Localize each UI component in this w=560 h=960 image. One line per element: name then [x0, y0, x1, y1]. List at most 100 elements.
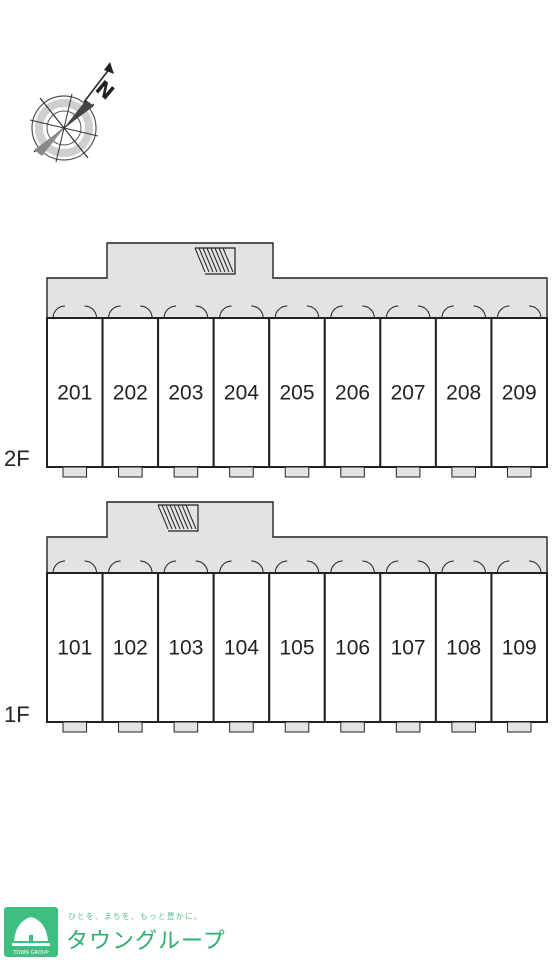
- door-swing-icon: [219, 305, 232, 319]
- compass-rose-icon: [29, 62, 114, 163]
- room-108: 108: [434, 560, 493, 733]
- room-number: 206: [335, 382, 370, 405]
- balcony: [62, 466, 88, 478]
- room-209: 209: [490, 305, 549, 478]
- balcony: [173, 721, 199, 733]
- room-206: 206: [323, 305, 382, 478]
- room-number: 104: [224, 637, 259, 660]
- door-swing-icon: [274, 305, 288, 319]
- door-swing-icon: [306, 560, 320, 574]
- door-swing-icon: [528, 305, 542, 319]
- balcony: [395, 721, 421, 733]
- room-number: 205: [279, 382, 314, 405]
- balcony: [451, 466, 476, 478]
- door-swing-icon: [52, 305, 66, 319]
- door-swing-icon: [84, 305, 98, 319]
- logo-text: TOWN GROUP: [12, 950, 48, 956]
- door-swing-icon: [195, 305, 209, 319]
- room-202: 202: [101, 305, 160, 478]
- room-number: 108: [446, 637, 481, 660]
- room-number: 201: [57, 382, 92, 405]
- door-swing-icon: [496, 305, 510, 319]
- door-swing-icon: [251, 305, 264, 319]
- room-box: [101, 317, 160, 468]
- door-swing-icon: [496, 560, 510, 574]
- door-swing-icon: [84, 560, 98, 574]
- room-number: 209: [502, 382, 537, 405]
- door-swing-icon: [473, 305, 486, 319]
- balcony: [173, 466, 199, 478]
- door-swing-icon: [140, 560, 153, 574]
- balcony: [118, 721, 143, 733]
- stairs-icon: [194, 247, 236, 275]
- room-number: 208: [446, 382, 481, 405]
- door-swing-icon: [274, 560, 288, 574]
- room-number: 203: [168, 382, 203, 405]
- room-105: 105: [268, 560, 326, 733]
- balcony: [506, 466, 532, 478]
- balcony: [229, 466, 254, 478]
- town-group-logo-icon: TOWN GROUP: [4, 907, 58, 957]
- room-box: [434, 572, 493, 723]
- door-swing-icon: [330, 305, 343, 319]
- door-swing-icon: [385, 305, 399, 319]
- door-swing-icon: [140, 305, 153, 319]
- door-swing-icon: [441, 305, 454, 319]
- door-swing-icon: [219, 560, 232, 574]
- door-swing-icon: [417, 560, 431, 574]
- room-number: 105: [279, 637, 314, 660]
- room-number: 103: [168, 637, 203, 660]
- room-205: 205: [268, 305, 326, 478]
- stairs-icon: [157, 504, 199, 532]
- room-number: 102: [113, 637, 148, 660]
- room-number: 106: [335, 637, 370, 660]
- room-number: 204: [224, 382, 259, 405]
- corridor: [46, 501, 548, 574]
- footer: TOWN GROUP ひとを、まちを、もっと豊かに。 タウングループ: [0, 905, 560, 960]
- room-number: 101: [57, 637, 92, 660]
- balcony: [340, 466, 365, 478]
- room-number: 109: [502, 637, 537, 660]
- room-104: 104: [212, 560, 271, 733]
- room-number: 107: [391, 637, 426, 660]
- door-swing-icon: [195, 560, 209, 574]
- door-swing-icon: [163, 305, 177, 319]
- door-swing-icon: [362, 305, 375, 319]
- door-swing-icon: [528, 560, 542, 574]
- door-swing-icon: [306, 305, 320, 319]
- brand-name: タウングループ: [66, 929, 226, 954]
- door-swing-icon: [385, 560, 399, 574]
- door-swing-icon: [441, 560, 454, 574]
- floor-label: 2F: [4, 446, 30, 471]
- balcony: [340, 721, 365, 733]
- room-box: [490, 317, 549, 468]
- room-107: 107: [379, 560, 437, 733]
- room-201: 201: [46, 305, 104, 478]
- door-swing-icon: [330, 560, 343, 574]
- balcony: [284, 721, 310, 733]
- balcony: [229, 721, 254, 733]
- floor-label: 1F: [4, 702, 30, 727]
- room-109: 109: [490, 560, 549, 733]
- room-101: 101: [46, 560, 104, 733]
- balcony: [395, 466, 421, 478]
- room-203: 203: [157, 305, 215, 478]
- floor-1f: 101 102 103 104 105 106 107 108 109 1F: [4, 501, 549, 733]
- door-swing-icon: [417, 305, 431, 319]
- door-swing-icon: [52, 560, 66, 574]
- corridor: [46, 242, 548, 319]
- door-swing-icon: [362, 560, 375, 574]
- room-103: 103: [157, 560, 215, 733]
- room-102: 102: [101, 560, 160, 733]
- compass-north-label: N: [91, 75, 119, 104]
- balcony: [284, 466, 310, 478]
- room-box: [268, 572, 326, 723]
- tagline: ひとを、まちを、もっと豊かに。: [68, 912, 203, 921]
- balcony: [62, 721, 88, 733]
- balcony: [451, 721, 476, 733]
- door-swing-icon: [108, 560, 121, 574]
- door-swing-icon: [473, 560, 486, 574]
- door-swing-icon: [163, 560, 177, 574]
